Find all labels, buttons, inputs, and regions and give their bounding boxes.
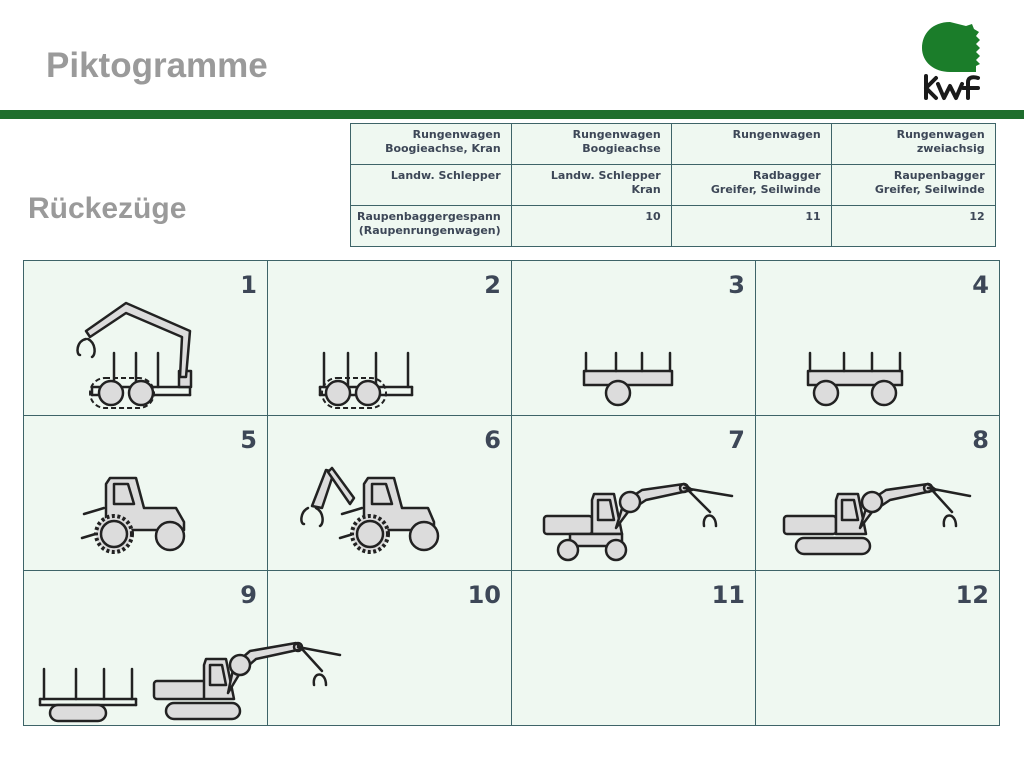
legend-row: Landw. Schlepper Landw. Schlepper Kran R… (350, 164, 996, 206)
pictogram-cell: 7 (511, 415, 756, 571)
legend-cell: Rungenwagen zweiachsig (830, 123, 996, 165)
legend-table: Rungenwagen Boogieachse, Kran Rungenwage… (350, 123, 996, 247)
cell-number: 5 (240, 426, 257, 454)
pictogram-cell: 11 (511, 570, 756, 726)
pictogram-cell: 10 (267, 570, 512, 726)
grid-row: 9 (23, 570, 1000, 726)
cell-number: 12 (955, 581, 989, 609)
legend-cell: Rungenwagen Boogieachse, Kran (350, 123, 512, 165)
legend-cell: Rungenwagen Boogieachse (510, 123, 672, 165)
pictogram-cell: 12 (755, 570, 1000, 726)
single-axle-trailer-icon (512, 261, 756, 416)
bogie-trailer-crane-icon (24, 261, 268, 416)
cell-number: 1 (240, 271, 257, 299)
cell-number: 6 (484, 426, 501, 454)
pictogram-cell: 5 (23, 415, 268, 571)
legend-cell: 12 (830, 205, 996, 247)
pictogram-cell: 1 (23, 260, 268, 416)
pictogram-cell: 8 (755, 415, 1000, 571)
section-subtitle: Rückezüge (28, 192, 187, 225)
legend-cell: Rungenwagen (670, 123, 832, 165)
cell-number: 8 (972, 426, 989, 454)
cell-number: 11 (711, 581, 745, 609)
legend-cell: Raupenbaggergespann (Raupenrungenwagen) (350, 205, 512, 247)
cell-number: 4 (972, 271, 989, 299)
crawler-excavator-train-icon (24, 571, 342, 726)
legend-cell: Radbagger Greifer, Seilwinde (670, 164, 832, 206)
pictogram-cell: 4 (755, 260, 1000, 416)
legend-cell: Raupenbagger Greifer, Seilwinde (830, 164, 996, 206)
legend-row: Raupenbaggergespann (Raupenrungenwagen) … (350, 205, 996, 247)
crawler-excavator-icon (756, 416, 1000, 571)
grid-row: 5 6 (23, 415, 1000, 571)
pictogram-grid: 1 (23, 260, 1000, 726)
pictogram-cell: 2 (267, 260, 512, 416)
cell-number: 7 (728, 426, 745, 454)
cell-number: 10 (467, 581, 501, 609)
cell-number: 9 (240, 581, 257, 609)
cell-number: 3 (728, 271, 745, 299)
pictogram-cell: 6 (267, 415, 512, 571)
tractor-icon (24, 416, 268, 571)
legend-cell: Landw. Schlepper Kran (510, 164, 672, 206)
legend-cell: 10 (510, 205, 672, 247)
kwf-logo (916, 18, 986, 102)
pictogram-cell: 3 (511, 260, 756, 416)
header-divider (0, 110, 1024, 119)
grid-row: 1 (23, 260, 1000, 416)
bogie-trailer-icon (268, 261, 512, 416)
legend-cell: 11 (670, 205, 832, 247)
two-axle-trailer-icon (756, 261, 1000, 416)
legend-cell: Landw. Schlepper (350, 164, 512, 206)
tractor-crane-icon (268, 416, 512, 571)
page-title: Piktogramme (46, 46, 268, 85)
wheeled-excavator-icon (512, 416, 756, 571)
legend-row: Rungenwagen Boogieachse, Kran Rungenwage… (350, 123, 996, 165)
cell-number: 2 (484, 271, 501, 299)
pictogram-cell: 9 (23, 570, 342, 726)
